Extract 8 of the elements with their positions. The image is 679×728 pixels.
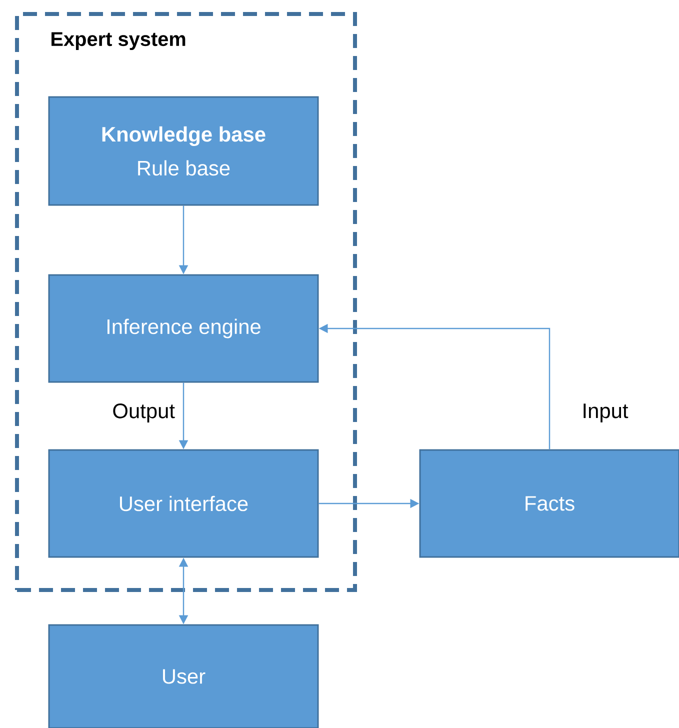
process-box: Inference engine — [48, 274, 319, 383]
edge-label: Output — [111, 402, 176, 424]
process-box: User interface — [48, 449, 319, 558]
process-box: Facts — [419, 449, 679, 558]
process-box: Knowledge base Rule base — [48, 96, 319, 206]
edge-label: Input — [580, 402, 630, 424]
group-title: Expert system — [52, 32, 186, 50]
process-box: User — [48, 624, 319, 728]
